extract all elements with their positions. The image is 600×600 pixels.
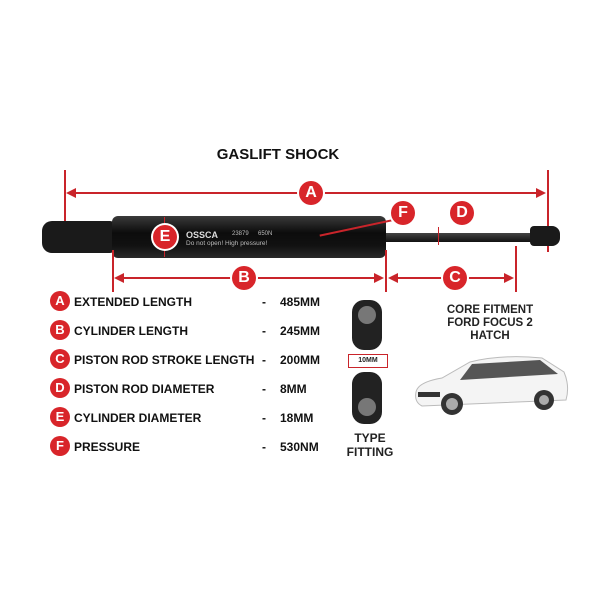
spec-letter: F: [50, 436, 70, 456]
spec-dash: -: [262, 440, 266, 454]
spec-label: EXTENDED LENGTH: [74, 295, 193, 309]
spec-letter: C: [50, 349, 70, 369]
label-b: B: [232, 266, 256, 290]
dimension-d-line: [438, 227, 439, 245]
arrow-right-icon: [536, 188, 546, 198]
dimension-a-right-line: [547, 170, 549, 252]
fitting-label: FITTING: [346, 445, 394, 459]
spec-letter: E: [50, 407, 70, 427]
dimension-a-left-line: [64, 170, 66, 252]
fitting-top-image: [352, 300, 382, 350]
warning-label: Do not open! High pressure!: [186, 240, 268, 247]
spec-dash: -: [262, 295, 266, 309]
spec-value: 200MM: [280, 353, 321, 367]
spec-letter: B: [50, 320, 70, 340]
dimension-b-right-line: [385, 250, 387, 292]
fitting-type-label: TYPE: [354, 431, 386, 445]
fitment-body: HATCH: [470, 330, 510, 342]
spec-value: 18MM: [280, 411, 314, 425]
label-d: D: [450, 201, 474, 225]
arrow-left-icon: [388, 273, 398, 283]
fitment-model: FORD FOCUS 2: [447, 317, 533, 329]
arrow-left-icon: [114, 273, 124, 283]
label-a: A: [299, 181, 323, 205]
fitment-title: CORE FITMENT: [446, 304, 534, 316]
spec-value: 530NM: [280, 440, 319, 454]
car-image: [415, 356, 569, 415]
spec-letter: A: [50, 291, 70, 311]
brand-label: OSSCA: [186, 230, 219, 240]
spec-label: CYLINDER LENGTH: [74, 324, 188, 338]
shock-end-cap: [42, 221, 114, 253]
spec-dash: -: [262, 353, 266, 367]
spec-value: 245MM: [280, 324, 321, 338]
piston-rod: [386, 233, 538, 242]
spec-dash: -: [262, 324, 266, 338]
part-number: 23879: [232, 231, 249, 237]
fitting-bottom-image: [352, 372, 382, 424]
dimension-b-left-line: [112, 250, 114, 292]
spec-label: PISTON ROD DIAMETER: [74, 382, 215, 396]
spec-value: 485MM: [280, 295, 321, 309]
label-e: E: [153, 225, 177, 249]
force-label: 650N: [258, 231, 273, 237]
title: GASLIFT SHOCK: [216, 146, 340, 163]
dimension-c-right-line: [515, 246, 517, 292]
spec-label: CYLINDER DIAMETER: [74, 411, 202, 425]
label-f: F: [391, 201, 415, 225]
arrow-right-icon: [374, 273, 384, 283]
spec-label: PRESSURE: [74, 440, 141, 454]
spec-label: PISTON ROD STROKE LENGTH: [74, 353, 255, 367]
fitting-size: 10MM: [348, 354, 388, 368]
spec-value: 8MM: [280, 382, 307, 396]
arrow-right-icon: [504, 273, 514, 283]
spec-dash: -: [262, 382, 266, 396]
spec-letter: D: [50, 378, 70, 398]
arrow-left-icon: [66, 188, 76, 198]
spec-dash: -: [262, 411, 266, 425]
shock-rod-end: [530, 226, 560, 246]
label-c: C: [443, 266, 467, 290]
